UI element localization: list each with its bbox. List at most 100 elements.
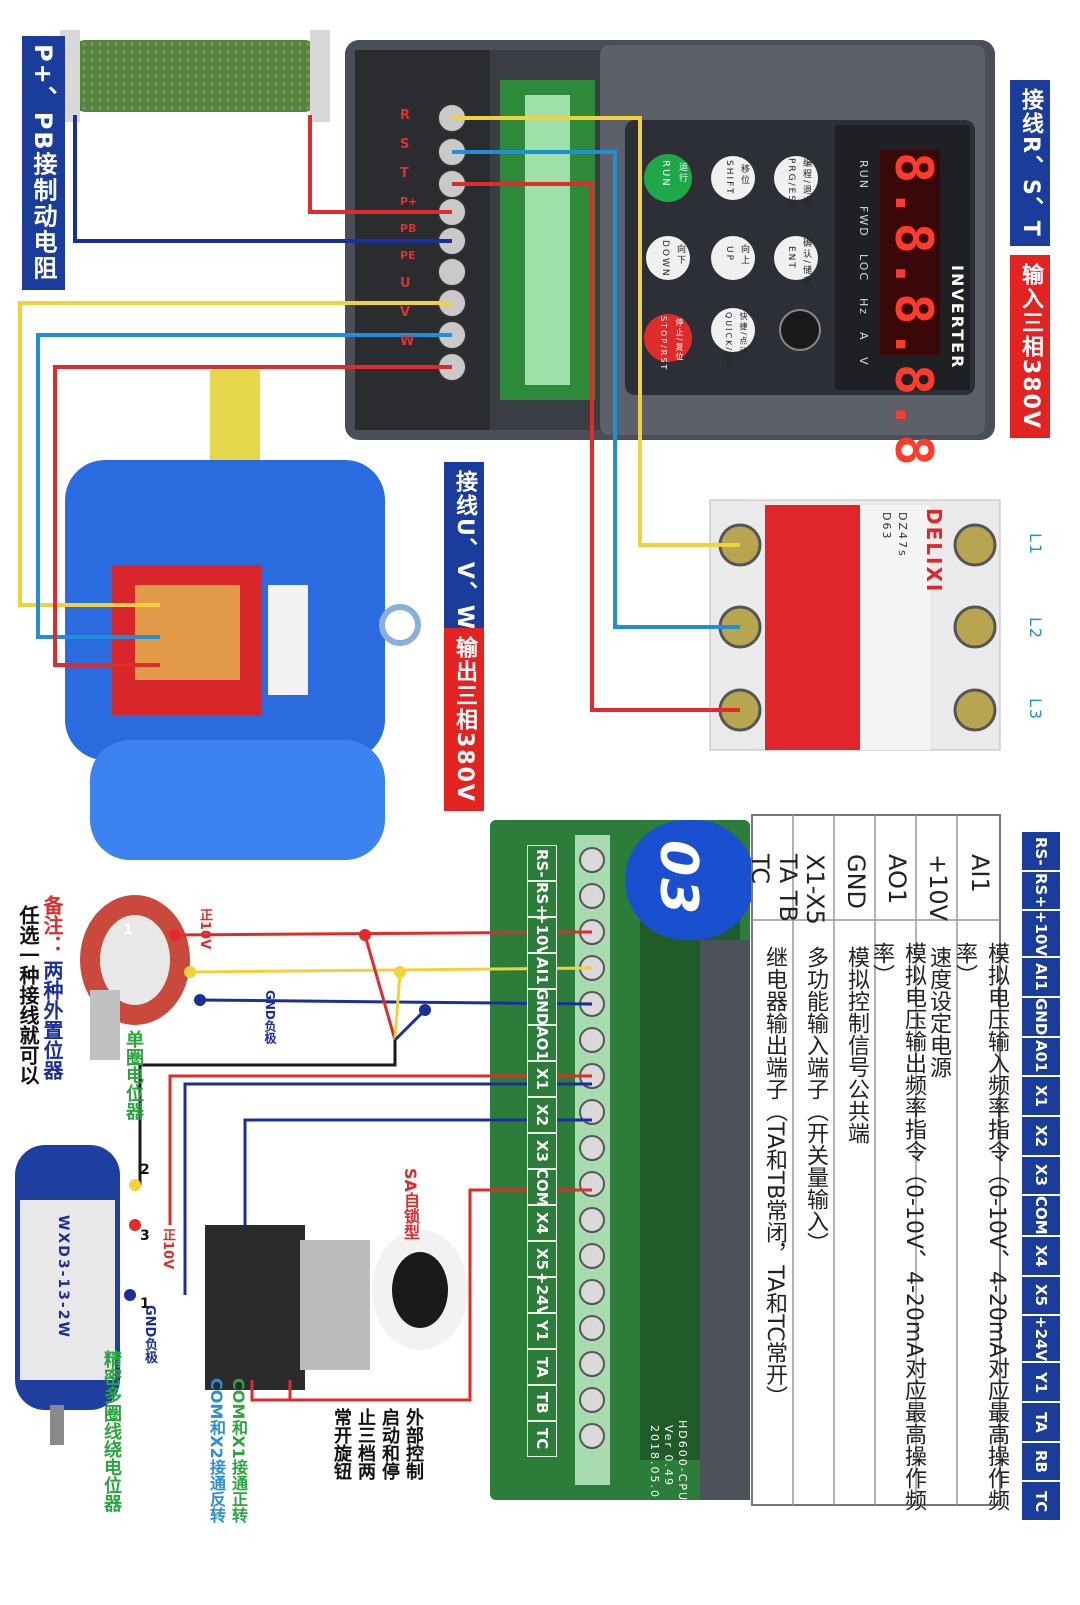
pcb-terminal-x2: X2: [527, 1097, 557, 1133]
terminal-r: R: [400, 108, 411, 123]
pcb-date: 2018.05.0: [648, 1425, 661, 1499]
pot-gnd-label: GND负极: [263, 990, 277, 1044]
power-terminal-labels: R S T P+ PB PE U V W: [400, 108, 417, 349]
switch-desc-line1: 外部控制: [403, 1408, 424, 1480]
legend-desc: 模拟电压输入频率指令（0-10V、4-20mA对应最高操作频率）: [952, 941, 1009, 1512]
led-hz: Hz: [857, 297, 870, 316]
control-wires: [138, 930, 593, 1402]
legend-row-gnd: GND 模拟控制信号公共端: [836, 832, 876, 1522]
strip-rb: RB: [1022, 1442, 1060, 1483]
legend-key: AI1: [966, 854, 994, 893]
uvw-wiring-badge: 接线U、V、W: [444, 462, 484, 640]
output-wires: [18, 301, 452, 667]
com-x1-note: COM和X1接通正转: [229, 1378, 248, 1523]
legend-row-relay: TA TB TC 继电器输出端子（TA和TB常闭，TA和TC常开）: [746, 832, 802, 1522]
braking-resistor-label: P+、PB接制动电阻: [22, 36, 65, 290]
pole-l1: L1: [1026, 533, 1045, 557]
quick-jog-key[interactable]: QUICK/JOG: [724, 312, 733, 373]
strip-ta: TA: [1022, 1403, 1060, 1443]
up-key[interactable]: UP: [724, 246, 734, 263]
legend-desc: 继电器输出端子（TA和TB常闭，TA和TC常开）: [762, 946, 787, 1408]
legend-row-ao1: AO1 模拟电压输出频率指令（0-10V、4-20mA对应最高操作频率）: [869, 832, 926, 1522]
pot-note-prefix: 备注：: [40, 895, 64, 955]
terminal-p-plus: P+: [400, 195, 418, 208]
strip-x5: X5: [1022, 1276, 1060, 1317]
prg-esc-key-cn: 编程/退出: [801, 158, 811, 208]
legend-key: +10V: [924, 854, 952, 922]
pcb-terminal-10v: +10V: [527, 912, 557, 958]
circuit-breaker: [709, 499, 1001, 751]
stop-button-shape: [644, 314, 692, 362]
terminal-pe: PE: [400, 249, 416, 262]
pot-pin-1: 1: [123, 922, 133, 938]
strip-rs-plus: RS+: [1022, 871, 1060, 912]
led-v: V: [857, 357, 870, 367]
pcb-terminal-gnd: GND: [527, 988, 557, 1026]
multiturn-pin-1: 1: [140, 1296, 150, 1312]
strip-x4: X4: [1022, 1237, 1060, 1277]
legend-row-10v: +10V 速度设定电源: [918, 832, 958, 1522]
switch-type-label: SA自锁型: [401, 1168, 420, 1240]
stop-key-cn: 停止/复位: [675, 318, 684, 363]
single-turn-pot-name: 单圈电位器: [123, 1030, 144, 1120]
pcb-terminal-y1: Y1: [527, 1313, 557, 1349]
legend-table-grid: [752, 815, 1000, 1505]
pcb-terminal-x4: X4: [527, 1205, 557, 1241]
pole-l3: L3: [1026, 698, 1045, 722]
legend-desc: 模拟电压输出频率指令（0-10V、4-20mA对应最高操作频率）: [869, 941, 926, 1512]
run-key[interactable]: RUN: [660, 160, 671, 188]
pcb-terminal-x3: X3: [527, 1133, 557, 1169]
switch-desc-line3: 止三档两: [355, 1408, 376, 1480]
inverter-display: 8.8.8.8.8: [883, 152, 943, 470]
strip-x2: X2: [1022, 1117, 1060, 1157]
prg-esc-key[interactable]: PRG/ESC: [786, 158, 796, 212]
terminal-pb: PB: [400, 222, 417, 235]
breaker-model: DZ47s: [896, 512, 909, 558]
legend-desc: 模拟控制信号公共端: [844, 946, 869, 1144]
led-indicator-list: RUN FWD LOC Hz A V: [840, 160, 870, 367]
terminal-w: W: [400, 334, 415, 349]
down-key-cn: 向下: [675, 244, 685, 266]
rst-wiring-badge: 接线R、S、T: [1010, 80, 1050, 246]
run-key-cn: 运行: [677, 162, 687, 184]
shift-key[interactable]: SHIFT: [724, 160, 734, 196]
terminal-u: U: [400, 276, 411, 291]
pcb-terminal-tb: TB: [527, 1385, 557, 1421]
breaker-rating: D63: [880, 512, 893, 541]
output-voltage-badge: 输出三相380V: [444, 628, 484, 811]
multiturn-potentiometer: [15, 1145, 120, 1445]
strip-y1: Y1: [1022, 1363, 1060, 1404]
stop-key[interactable]: STOP/RST: [659, 316, 668, 372]
ent-key[interactable]: ENT: [786, 246, 796, 270]
multiturn-gnd-label: GND负极: [142, 1305, 157, 1364]
shift-key-cn: 移位: [739, 164, 749, 186]
keypad-knob: [779, 309, 821, 351]
run-button-shape: [644, 154, 692, 202]
single-turn-potentiometer: [80, 895, 190, 1060]
multiturn-pin-3: 3: [140, 1228, 150, 1244]
input-voltage-badge: 输入三相380V: [1010, 255, 1050, 438]
pcb-terminal-ao1: AO1: [527, 1025, 557, 1061]
legend-row-ai1: AI1 模拟电压输入频率指令（0-10V、4-20mA对应最高操作频率）: [952, 832, 1009, 1522]
strip-ai1: AI1: [1022, 958, 1060, 999]
strip-a01: A01: [1022, 1037, 1060, 1078]
pole-l2: L2: [1026, 617, 1045, 641]
pcb-terminal-com: COM: [527, 1168, 557, 1206]
legend-desc: 速度设定电源: [926, 946, 951, 1078]
pot-positive-label: 正10V: [197, 908, 212, 950]
pcb-badge: 03: [648, 840, 708, 917]
selector-switch: [205, 1225, 468, 1390]
legend-key: TA TB TC: [746, 854, 802, 922]
down-key[interactable]: DOWN: [660, 240, 670, 278]
legend-key: AO1: [883, 854, 911, 905]
strip-x1: X1: [1022, 1077, 1060, 1117]
breaker-brand: DELIXI: [922, 508, 946, 594]
strip-x3: X3: [1022, 1156, 1060, 1197]
inverter-terminal-strip: [525, 95, 570, 385]
strip-rs-minus: RS-: [1022, 832, 1060, 872]
pcb-terminal-rs-minus: RS-: [527, 845, 557, 881]
legend-key: X1-X5: [801, 854, 829, 925]
keypad-buttons: [646, 156, 818, 352]
terminal-legend-strip: RS- RS+ +10V AI1 GND A01 X1 X2 X3 COM X4…: [1022, 832, 1060, 1522]
